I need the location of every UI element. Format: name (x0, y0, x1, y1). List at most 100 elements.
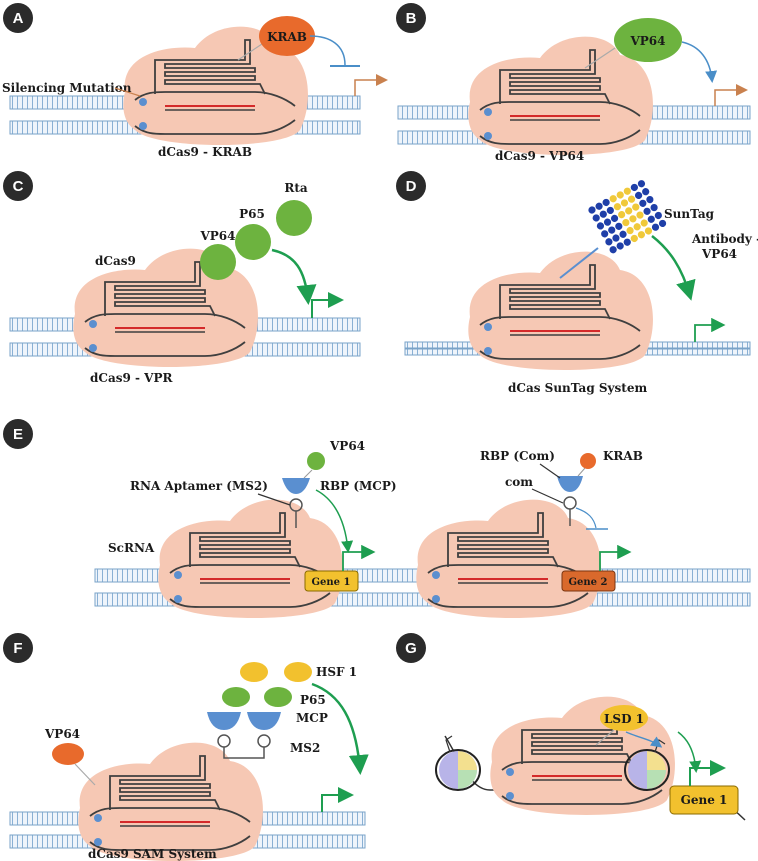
dcas9-complex-e2 (415, 498, 602, 619)
activation-arrow-f (311, 682, 369, 775)
panel-badge-f (3, 633, 33, 663)
hsf1-right-f (284, 662, 312, 682)
suntag-bead (654, 211, 662, 220)
suntag-bead (625, 207, 633, 215)
krab-label-a: KRAB (267, 30, 307, 44)
com-aptamer-e (563, 496, 577, 510)
p65-domain-c (235, 224, 271, 260)
suntag-bead (636, 211, 644, 219)
antibody-label: Antibody - (691, 232, 758, 246)
caption-b: dCas9 - VP64 (495, 149, 584, 163)
suntag-bead (606, 206, 614, 215)
panel-badge-g-text: G (405, 640, 417, 657)
lsd1-domain-g (600, 705, 648, 731)
nucleosome-right-g (624, 739, 670, 791)
mcp-rbp-e (282, 478, 310, 494)
suntag-bead (627, 195, 636, 203)
ms2-aptamer-left-f (217, 734, 231, 748)
silencing-mutation-label: Silencing Mutation (2, 81, 132, 95)
scrna-label: ScRNA (108, 541, 155, 555)
panel-badge-c-text: C (13, 178, 24, 195)
panel-badge-e-text: E (13, 426, 23, 443)
suntag-bead (605, 238, 613, 246)
p65-label-f: P65 (300, 693, 326, 707)
panel-badge-b-text: B (406, 10, 417, 27)
suntag-bead (650, 203, 658, 212)
suntag-bead (629, 215, 637, 223)
suntag-bead (642, 188, 650, 196)
panel-g: G LSD 1 Gene 1 (396, 633, 746, 821)
suntag-bead (623, 187, 631, 195)
promoter-arrow-e1 (342, 544, 376, 571)
suntag-bead (643, 207, 651, 215)
activation-arrow-e (315, 489, 354, 553)
suntag-label: SunTag (664, 207, 715, 221)
panel-badge-f-text: F (13, 640, 22, 657)
suntag-bead (651, 223, 660, 231)
suntag-bead (635, 191, 643, 200)
suntag-bead (601, 230, 609, 238)
vp64-label-c: VP64 (199, 229, 235, 243)
panel-d: D SunTag Antibody - VP64 dCas SunTag Sys… (396, 171, 758, 395)
vp64-domain-b (614, 18, 682, 62)
suntag-bead (595, 202, 603, 210)
suntag-bead (633, 223, 641, 231)
caption-a: dCas9 - KRAB (158, 145, 252, 159)
suntag-bead (612, 234, 620, 242)
activation-arrow-c (271, 248, 317, 305)
activation-arrow-b (681, 41, 718, 83)
suntag-bead (616, 242, 624, 250)
suntag-bead (609, 246, 617, 254)
mcp-label-f: MCP (296, 711, 328, 725)
activation-arrow-g (677, 731, 702, 773)
promoter-arrow-a (354, 74, 388, 96)
rbp-mcp-label: RBP (MCP) (320, 479, 397, 493)
suntag-bead (630, 234, 638, 243)
suntag-bead (613, 203, 622, 211)
com-label: com (505, 475, 533, 489)
suntag-bead (637, 231, 645, 239)
suntag-bead (596, 222, 605, 230)
suntag-bead (637, 180, 646, 188)
panel-badge-c (3, 171, 33, 201)
gene-1-box-e (304, 570, 359, 592)
suntag-bead (619, 230, 627, 238)
promoter-arrow-e2 (599, 544, 632, 571)
gene-1-label-e: Gene 1 (312, 577, 351, 588)
suntag-bead (632, 203, 640, 211)
gene-1-label-g: Gene 1 (681, 793, 728, 807)
rna-aptamer-label: RNA Aptamer (MS2) (130, 479, 268, 493)
mcp-right-f (247, 712, 281, 730)
p65-right-f (264, 687, 292, 707)
panel-c: C Rta P65 VP64 dCas9 dCas9 - VPR (3, 171, 361, 385)
suntag-array (588, 180, 667, 254)
com-rbp-e (557, 476, 583, 492)
suntag-bead (608, 226, 616, 234)
krab-domain-a (259, 16, 315, 56)
vp64-label-d: VP64 (701, 247, 737, 261)
suntag-bead (626, 226, 634, 235)
suntag-bead (644, 227, 653, 235)
promoter-arrow-d (694, 317, 726, 342)
suntag-bead (616, 191, 624, 199)
suntag-bead (592, 214, 600, 222)
suntag-bead (610, 214, 619, 222)
suntag-bead (623, 238, 631, 246)
promoter-arrow-b (714, 84, 748, 106)
panel-badge-b (396, 3, 426, 33)
suntag-bead (620, 199, 629, 207)
panel-badge-d-text: D (406, 178, 417, 195)
hsf1-label: HSF 1 (316, 665, 357, 679)
suntag-bead (603, 218, 612, 226)
rbp-com-label: RBP (Com) (480, 449, 555, 463)
demethylation-arrow-g (625, 731, 663, 748)
suntag-bead (658, 219, 667, 228)
suntag-bead (588, 206, 596, 214)
dcas9-complex-d (467, 250, 654, 371)
krab-label-e: KRAB (603, 449, 643, 463)
vp64-label-f: VP64 (44, 727, 80, 741)
mcp-left-f (207, 712, 241, 730)
dcas9-complex-e1 (157, 498, 344, 619)
panel-b: B VP64 dCas9 - VP64 (396, 3, 751, 163)
vp64-label-b: VP64 (629, 34, 665, 48)
